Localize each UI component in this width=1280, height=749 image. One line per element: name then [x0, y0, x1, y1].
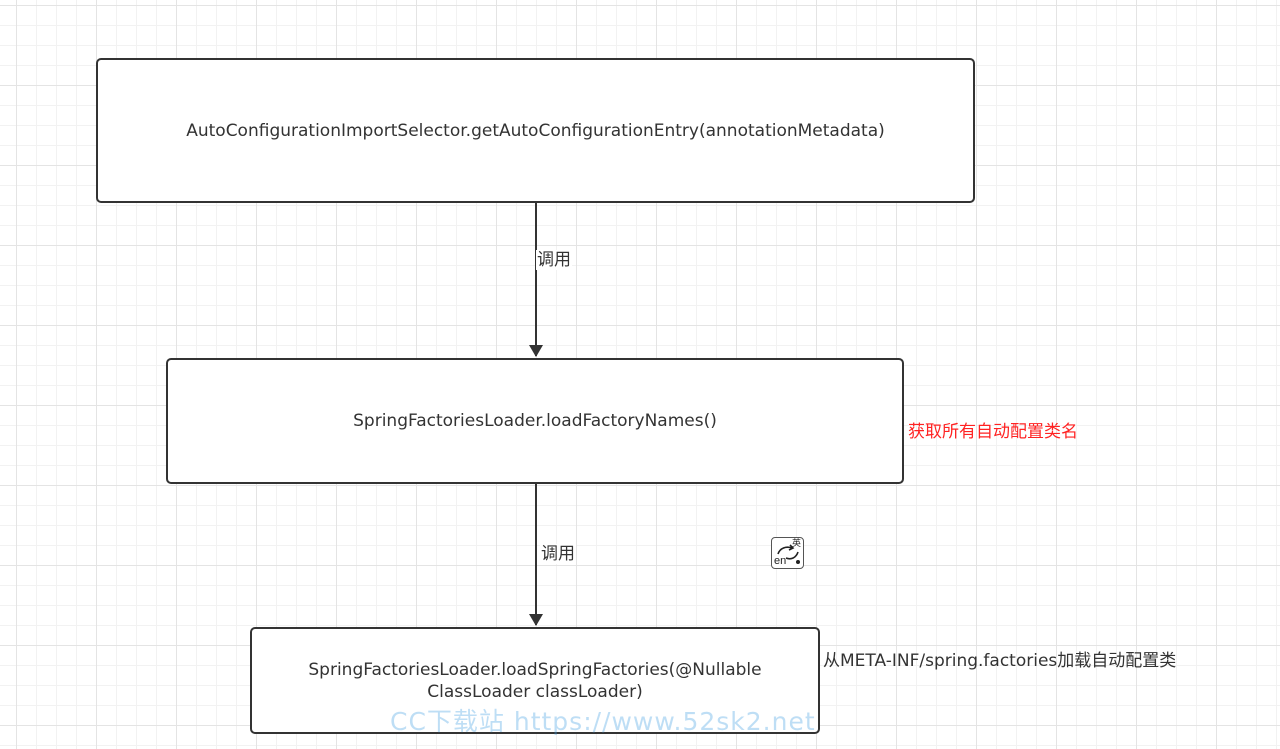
- edge-label-call: 调用: [536, 250, 572, 270]
- ime-swap-arrows-icon: [777, 544, 800, 564]
- node-load-factory-names[interactable]: SpringFactoriesLoader.loadFactoryNames(): [166, 358, 904, 484]
- node-label: SpringFactoriesLoader.loadFactoryNames(): [353, 411, 717, 431]
- node-load-spring-factories[interactable]: SpringFactoriesLoader.loadSpringFactorie…: [250, 627, 820, 734]
- note-get-auto-config-class-names: 获取所有自动配置类名: [908, 422, 1078, 442]
- ime-zh-label: 英: [791, 539, 801, 549]
- node-label: SpringFactoriesLoader.loadSpringFactorie…: [308, 659, 762, 702]
- ime-language-icon[interactable]: en 英: [771, 537, 804, 569]
- node-auto-config-selector[interactable]: AutoConfigurationImportSelector.getAutoC…: [96, 58, 975, 203]
- ime-en-label: en: [774, 555, 787, 567]
- node-label: AutoConfigurationImportSelector.getAutoC…: [186, 120, 885, 141]
- edge-label-call: 调用: [540, 544, 576, 564]
- note-load-from-spring-factories: 从META-INF/spring.factories加载自动配置类: [823, 651, 1177, 671]
